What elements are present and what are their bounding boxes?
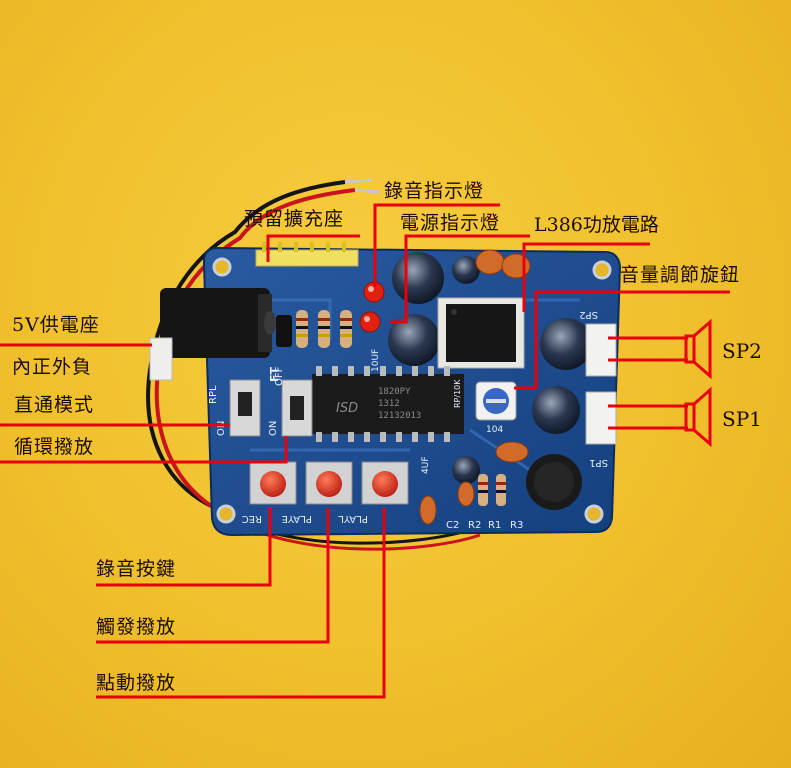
r2-label: R2 — [468, 520, 481, 531]
cap-4 — [540, 318, 592, 370]
sp1-port-label: SP1 — [589, 457, 608, 468]
speaker-icon-sp1 — [684, 386, 712, 448]
push-buttons — [249, 461, 409, 505]
r1-label: R1 — [488, 520, 501, 531]
resistors-left — [276, 310, 352, 348]
label-sp2: SP2 — [722, 339, 762, 363]
c2-label: C2 — [446, 520, 459, 531]
sw1-label: RPL — [208, 385, 219, 404]
label-record-indicator: 錄音指示燈 — [384, 180, 485, 202]
btn-playl-label: PLAYL — [338, 513, 368, 524]
chip-brand-text: ISD — [336, 401, 358, 416]
label-power-indicator: 電源指示燈 — [400, 212, 501, 234]
cap-5 — [532, 386, 580, 434]
btn-rec-label: REC — [242, 513, 262, 524]
trim-label: 104 — [486, 425, 503, 435]
btn-playe-label: PLAYE — [282, 513, 312, 524]
label-reserved-expansion: 預留擴充座 — [244, 208, 345, 230]
wire-tip — [344, 178, 373, 184]
chip-code2-text: 12132013 — [378, 411, 421, 421]
label-jog-play: 點動撥放 — [96, 672, 177, 694]
header-pins — [255, 249, 359, 267]
sp1-connector — [585, 391, 617, 445]
rp-label: RP/10K — [453, 379, 462, 408]
label-trigger-play: 觸發撥放 — [96, 616, 177, 638]
label-polarity: 內正外負 — [12, 356, 93, 378]
label-loop-playback: 循環撥放 — [14, 436, 95, 458]
label-direct-mode: 直通模式 — [14, 394, 95, 416]
resistors-bottom — [478, 474, 506, 506]
cap-label: 4UF — [421, 457, 431, 475]
cap-2 — [388, 314, 440, 366]
label-sp1: SP1 — [722, 407, 762, 431]
mount-hole-br — [584, 504, 604, 524]
speaker-icon-sp2 — [684, 318, 712, 380]
power-led — [359, 311, 381, 333]
amp-chip — [446, 304, 516, 362]
sp2-connector — [585, 323, 617, 377]
mount-hole-bl — [216, 504, 236, 524]
cap-3 — [452, 256, 480, 284]
label-record-button: 錄音按鍵 — [96, 558, 177, 580]
left-connector — [149, 337, 173, 381]
isd-chip — [312, 374, 464, 434]
power-jack — [160, 288, 270, 358]
leader-lines — [0, 203, 730, 699]
mount-hole-tr — [592, 260, 612, 280]
cap-1 — [392, 252, 444, 304]
chip-model-text: 1820PY — [378, 387, 411, 397]
sp2-port-label: SP2 — [579, 309, 598, 320]
label-amp-circuit: L386功放電路 — [534, 214, 659, 236]
label-power-jack: 5V供電座 — [12, 314, 100, 336]
cap2-label: 10UF — [371, 349, 381, 372]
sw2-off-label: OFF — [274, 366, 285, 386]
r3-label: R3 — [510, 520, 523, 531]
cap-6 — [452, 456, 480, 484]
label-volume-knob: 音量調節旋鈕 — [620, 264, 741, 286]
chip-code1-text: 1312 — [378, 399, 400, 409]
mount-hole-tl — [212, 257, 232, 277]
sw1-on-label: ON — [216, 421, 227, 436]
sw2-on-label: ON — [268, 421, 279, 436]
wire-tip2 — [354, 188, 381, 194]
sw2-label: FT — [268, 366, 281, 382]
